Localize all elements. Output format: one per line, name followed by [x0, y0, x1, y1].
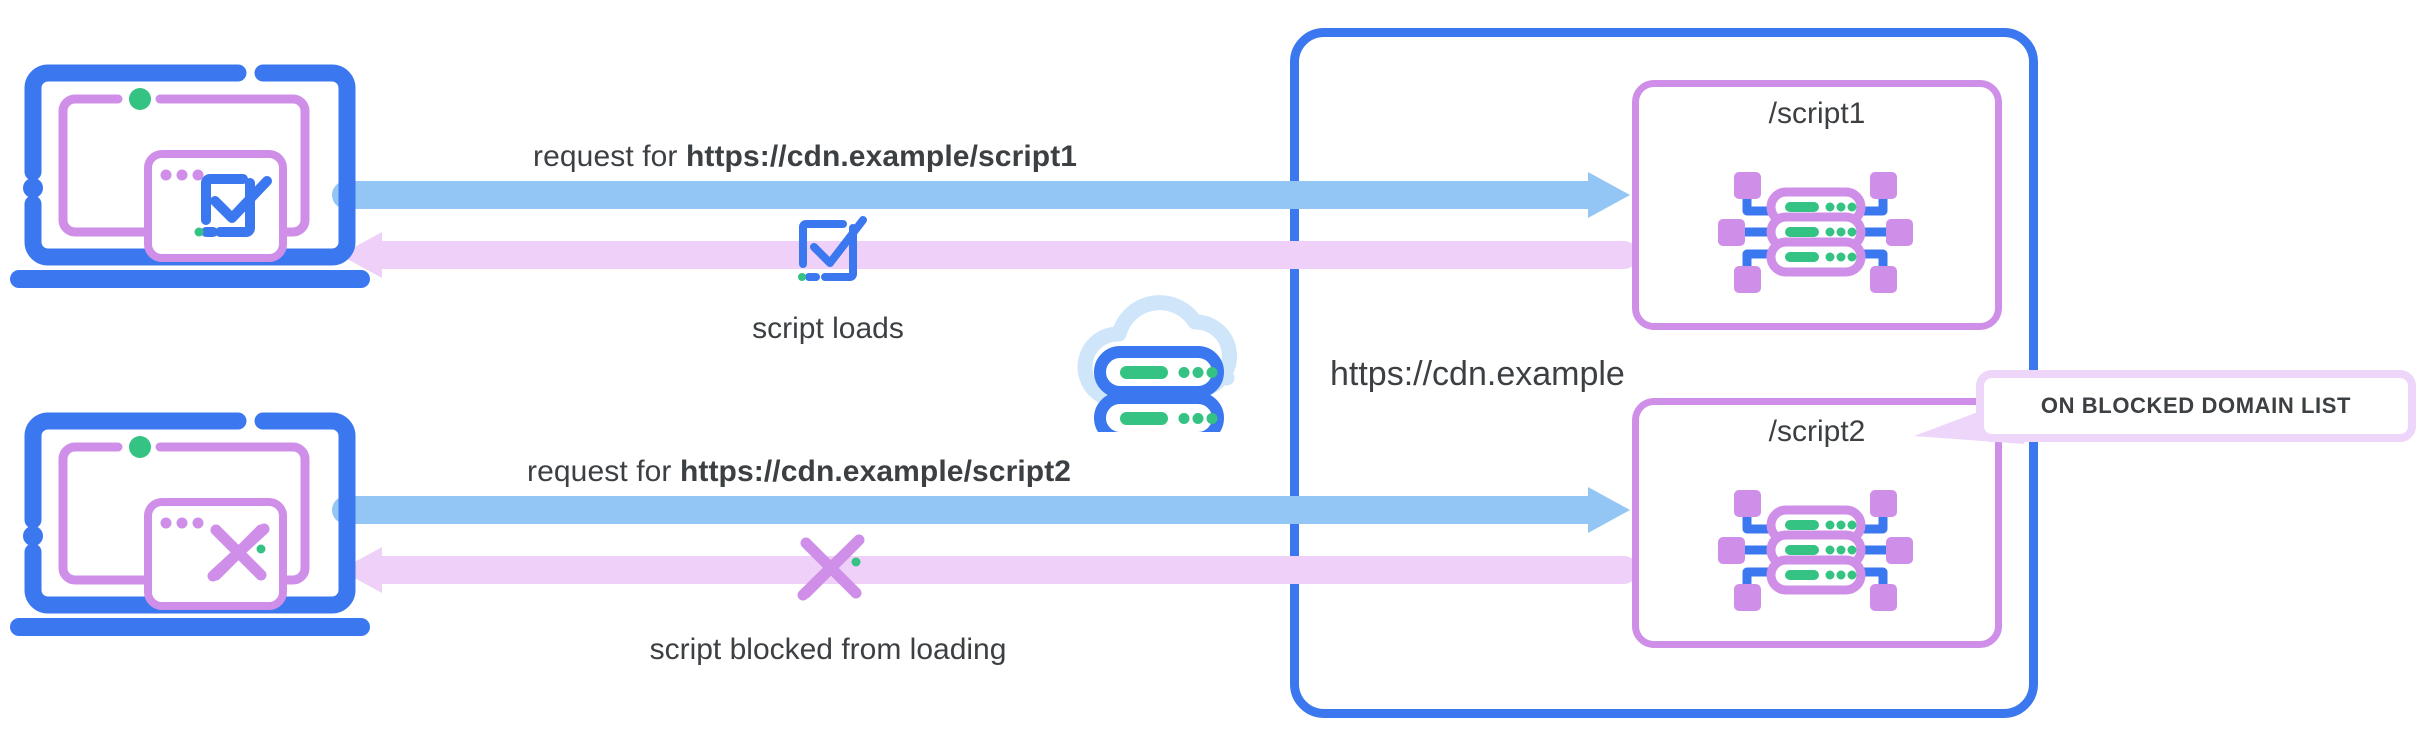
client-laptop-blocked [10, 412, 370, 636]
caption-script-blocked: script blocked from loading [649, 633, 1007, 666]
request-arrow-script1 [332, 172, 1630, 218]
server-rack-icon-script1 [1718, 172, 1913, 293]
request-label-script1: request for https://cdn.example/script1 [533, 140, 1077, 174]
resource-title-script1: /script1 [1768, 97, 1866, 130]
client-laptop-allowed [10, 64, 370, 288]
response-arrow-script1 [340, 232, 1638, 278]
response-arrow-script2 [340, 547, 1638, 593]
callout-blocked-domain: ON BLOCKED DOMAIN LIST [1976, 370, 2416, 442]
request-label-script2: request for https://cdn.example/script2 [527, 455, 1071, 489]
cdn-domain-label: https://cdn.example [1330, 355, 1625, 393]
resource-title-script2: /script2 [1768, 415, 1866, 448]
cloud-server-icon [1077, 295, 1237, 432]
request-prefix: request for [527, 455, 680, 488]
request-url: https://cdn.example/script2 [679, 455, 1072, 488]
request-arrow-script2 [332, 487, 1630, 533]
script-loads-check-icon [798, 216, 867, 281]
server-rack-icon-script2 [1718, 490, 1913, 611]
script-blocked-cross-icon [797, 534, 865, 601]
request-url: https://cdn.example/script1 [685, 140, 1078, 173]
request-prefix: request for [533, 140, 686, 173]
callout-label: ON BLOCKED DOMAIN LIST [2040, 393, 2352, 418]
caption-script-loads: script loads [752, 312, 904, 345]
